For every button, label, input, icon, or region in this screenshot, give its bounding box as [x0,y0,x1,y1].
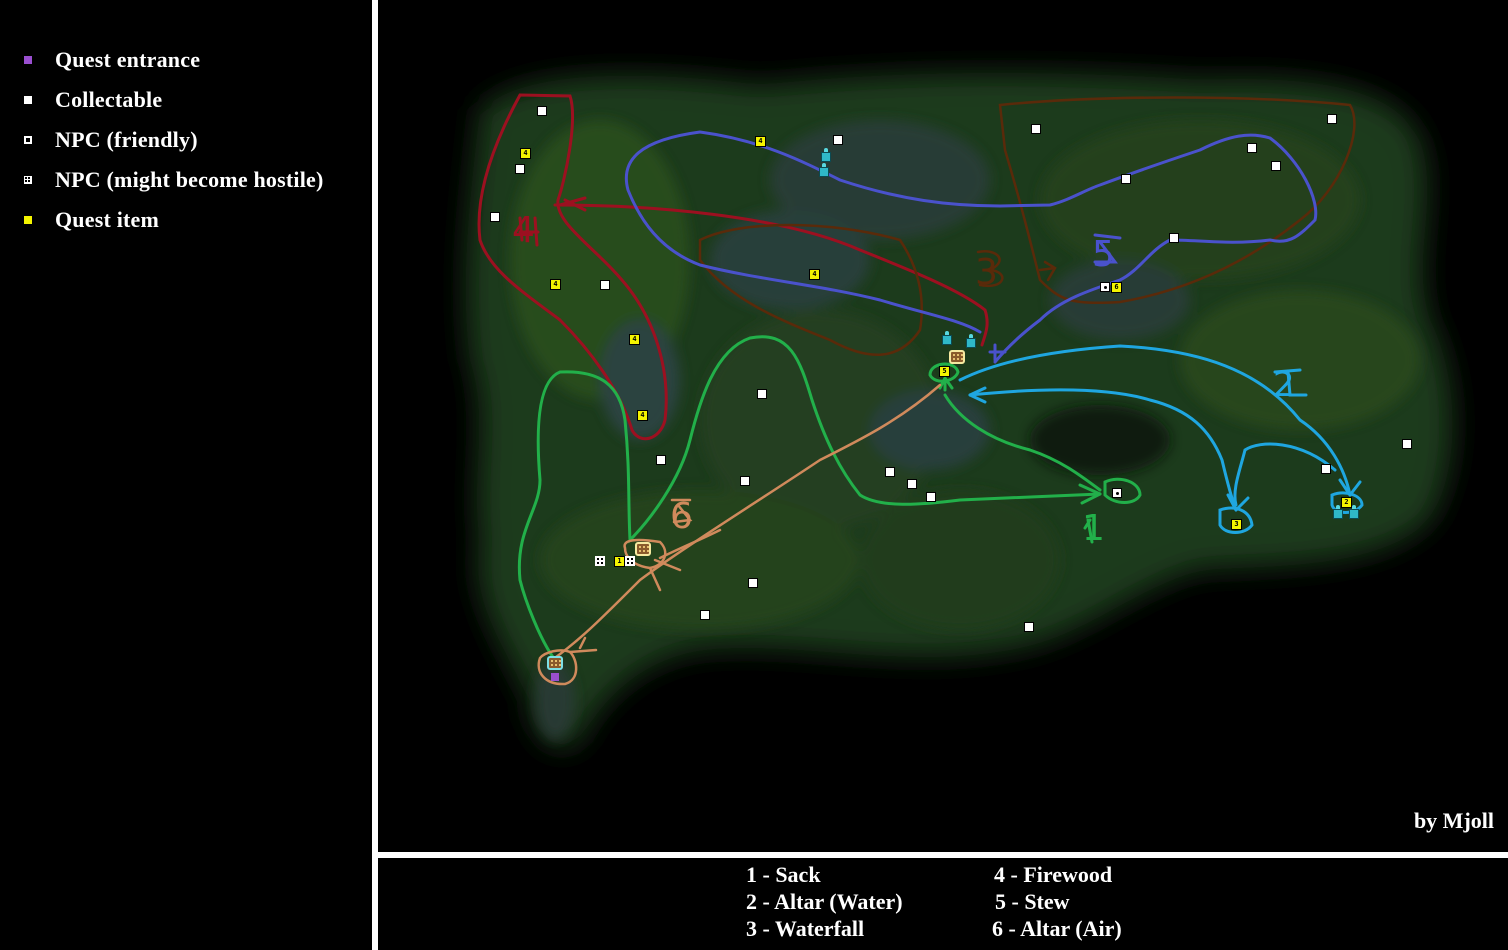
altar-icon [1349,505,1359,519]
horizontal-divider [378,852,1508,858]
map-terrain: 1 2 3 4 5 6 [465,73,1453,748]
collectable-marker[interactable] [1402,439,1412,449]
npc-friendly-marker[interactable] [1100,282,1110,292]
quest-step-key: 1 - Sack 2 - Altar (Water) 3 - Waterfall… [378,858,1508,950]
key-item: 3 - Waterfall [746,916,865,941]
quest-item-marker-altar-water[interactable]: 2 [1341,497,1352,508]
npc-friendly-marker[interactable] [1112,488,1122,498]
npc-hostile-icon [24,176,32,184]
key-item: 2 - Altar (Water) [746,889,903,914]
key-item: 5 - Stew [995,889,1070,914]
altar-icon [942,331,952,345]
legend-quest-entrance: Quest entrance [24,47,201,72]
route-number-5: 5 [1092,234,1115,275]
route-stew [624,130,1318,364]
route-altar-air [537,383,942,686]
altar-icon [821,148,831,162]
collectable-marker[interactable] [537,106,547,116]
key-item: 6 - Altar (Air) [992,916,1122,941]
quest-item-marker-stew[interactable]: 5 [939,366,950,377]
route-number-3: 3 [975,252,998,293]
route-number-6: 6 [670,496,693,537]
key-item: 1 - Sack [746,862,821,887]
legend-label: NPC (friendly) [55,127,198,152]
collectable-marker[interactable] [1169,233,1179,243]
npc-hostile-marker[interactable] [595,556,605,566]
collectable-marker[interactable] [885,467,895,477]
map-legend: Quest entrance Collectable NPC (friendly… [0,0,372,950]
collectable-marker[interactable] [1321,464,1331,474]
vertical-divider [372,0,378,950]
npc-friendly-icon [24,136,32,144]
quest-item-marker-firewood[interactable]: 4 [629,334,640,345]
legend-label: Quest item [55,207,160,232]
collectable-marker[interactable] [833,135,843,145]
route-brown-outlines [698,96,1356,356]
collectable-marker[interactable] [1271,161,1281,171]
quest-item-icon [24,216,32,224]
quest-item-marker-waterfall[interactable]: 3 [1231,519,1242,530]
quest-item-marker-altar-air[interactable]: 6 [1111,282,1122,293]
legend-npc-hostile: NPC (might become hostile) [24,167,324,192]
map-credit: by Mjoll [1413,808,1494,833]
route-firewood [477,93,989,441]
legend-label: Collectable [55,87,163,112]
collectable-marker[interactable] [1024,622,1034,632]
collectable-marker[interactable] [1031,124,1041,134]
quest-map[interactable]: 1 2 3 4 5 6 4 4 4 4 4 4 5 6 3 2 1 [378,0,1508,852]
collectable-icon [24,96,32,104]
route-number-2: 2 [1273,365,1295,405]
quest-entrance-icon [24,56,32,64]
quest-item-marker-firewood[interactable]: 4 [637,410,648,421]
quest-item-marker-firewood[interactable]: 4 [520,148,531,159]
collectable-marker[interactable] [490,212,500,222]
collectable-marker[interactable] [515,164,525,174]
quest-item-marker-sack[interactable]: 1 [614,556,625,567]
collectable-marker[interactable] [740,476,750,486]
collectable-marker[interactable] [600,280,610,290]
altar-icon [966,334,976,348]
key-item: 4 - Firewood [994,862,1113,887]
route-number-4: 4 [512,210,535,251]
quest-entrance-marker[interactable] [551,673,559,681]
legend-label: Quest entrance [55,47,201,72]
route-altar-water [958,344,1364,534]
route-number-1: 1 [1082,508,1105,549]
altar-icon [819,163,829,177]
collectable-marker[interactable] [1247,143,1257,153]
collectable-marker[interactable] [1121,174,1131,184]
chest-icon[interactable] [635,542,651,556]
collectable-marker[interactable] [656,455,666,465]
legend-npc-friendly: NPC (friendly) [24,127,198,152]
legend-label: NPC (might become hostile) [55,167,324,192]
legend-quest-item: Quest item [24,207,160,232]
npc-hostile-marker[interactable] [625,556,635,566]
collectable-marker[interactable] [907,479,917,489]
collectable-marker[interactable] [700,610,710,620]
collectable-marker[interactable] [748,578,758,588]
collectable-marker[interactable] [757,389,767,399]
quest-item-marker-firewood[interactable]: 4 [550,279,561,290]
chest-icon[interactable] [547,656,563,670]
legend-collectable: Collectable [24,87,163,112]
quest-item-marker-firewood[interactable]: 4 [755,136,766,147]
altar-icon [1333,505,1343,519]
collectable-marker[interactable] [926,492,936,502]
chest-icon[interactable] [949,350,965,364]
collectable-marker[interactable] [1327,114,1337,124]
quest-item-marker-firewood[interactable]: 4 [809,269,820,280]
